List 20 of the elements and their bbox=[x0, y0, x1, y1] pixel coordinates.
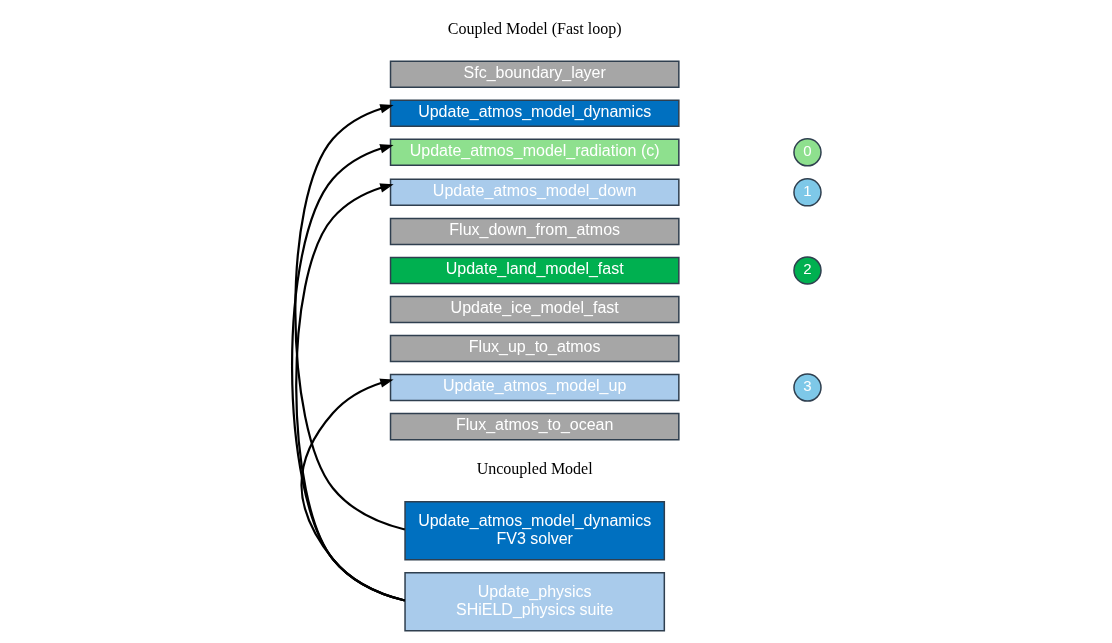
node-box: Update_atmos_model_dynamics bbox=[389, 99, 680, 128]
node-box: Flux_down_from_atmos bbox=[389, 217, 680, 246]
node-circle: 3 bbox=[792, 373, 822, 402]
node-box: Update_atmos_model_radiation (c) bbox=[389, 138, 680, 167]
node-circle: 0 bbox=[792, 138, 822, 167]
arrow bbox=[293, 104, 405, 531]
label: Coupled Model (Fast loop) bbox=[447, 19, 622, 37]
node-box: Flux_atmos_to_ocean bbox=[389, 412, 680, 441]
node-circle: 2 bbox=[792, 256, 822, 285]
node-box: Update_atmos_model_down bbox=[389, 178, 680, 207]
label: Uncoupled Model bbox=[476, 460, 593, 478]
node-box: Update_land_model_fast bbox=[389, 256, 680, 285]
node-box: Update_ice_model_fast bbox=[389, 295, 680, 324]
node-circle: 1 bbox=[792, 178, 822, 207]
node-box: Sfc_boundary_layer bbox=[389, 60, 680, 88]
node-box: Flux_up_to_atmos bbox=[389, 334, 680, 363]
node-box: Update_physics SHiELD_physics suite bbox=[403, 572, 665, 632]
node-box: Update_atmos_model_up bbox=[389, 373, 680, 402]
arrow bbox=[299, 378, 405, 602]
node-box: Update_atmos_model_dynamics FV3 solver bbox=[403, 500, 665, 561]
